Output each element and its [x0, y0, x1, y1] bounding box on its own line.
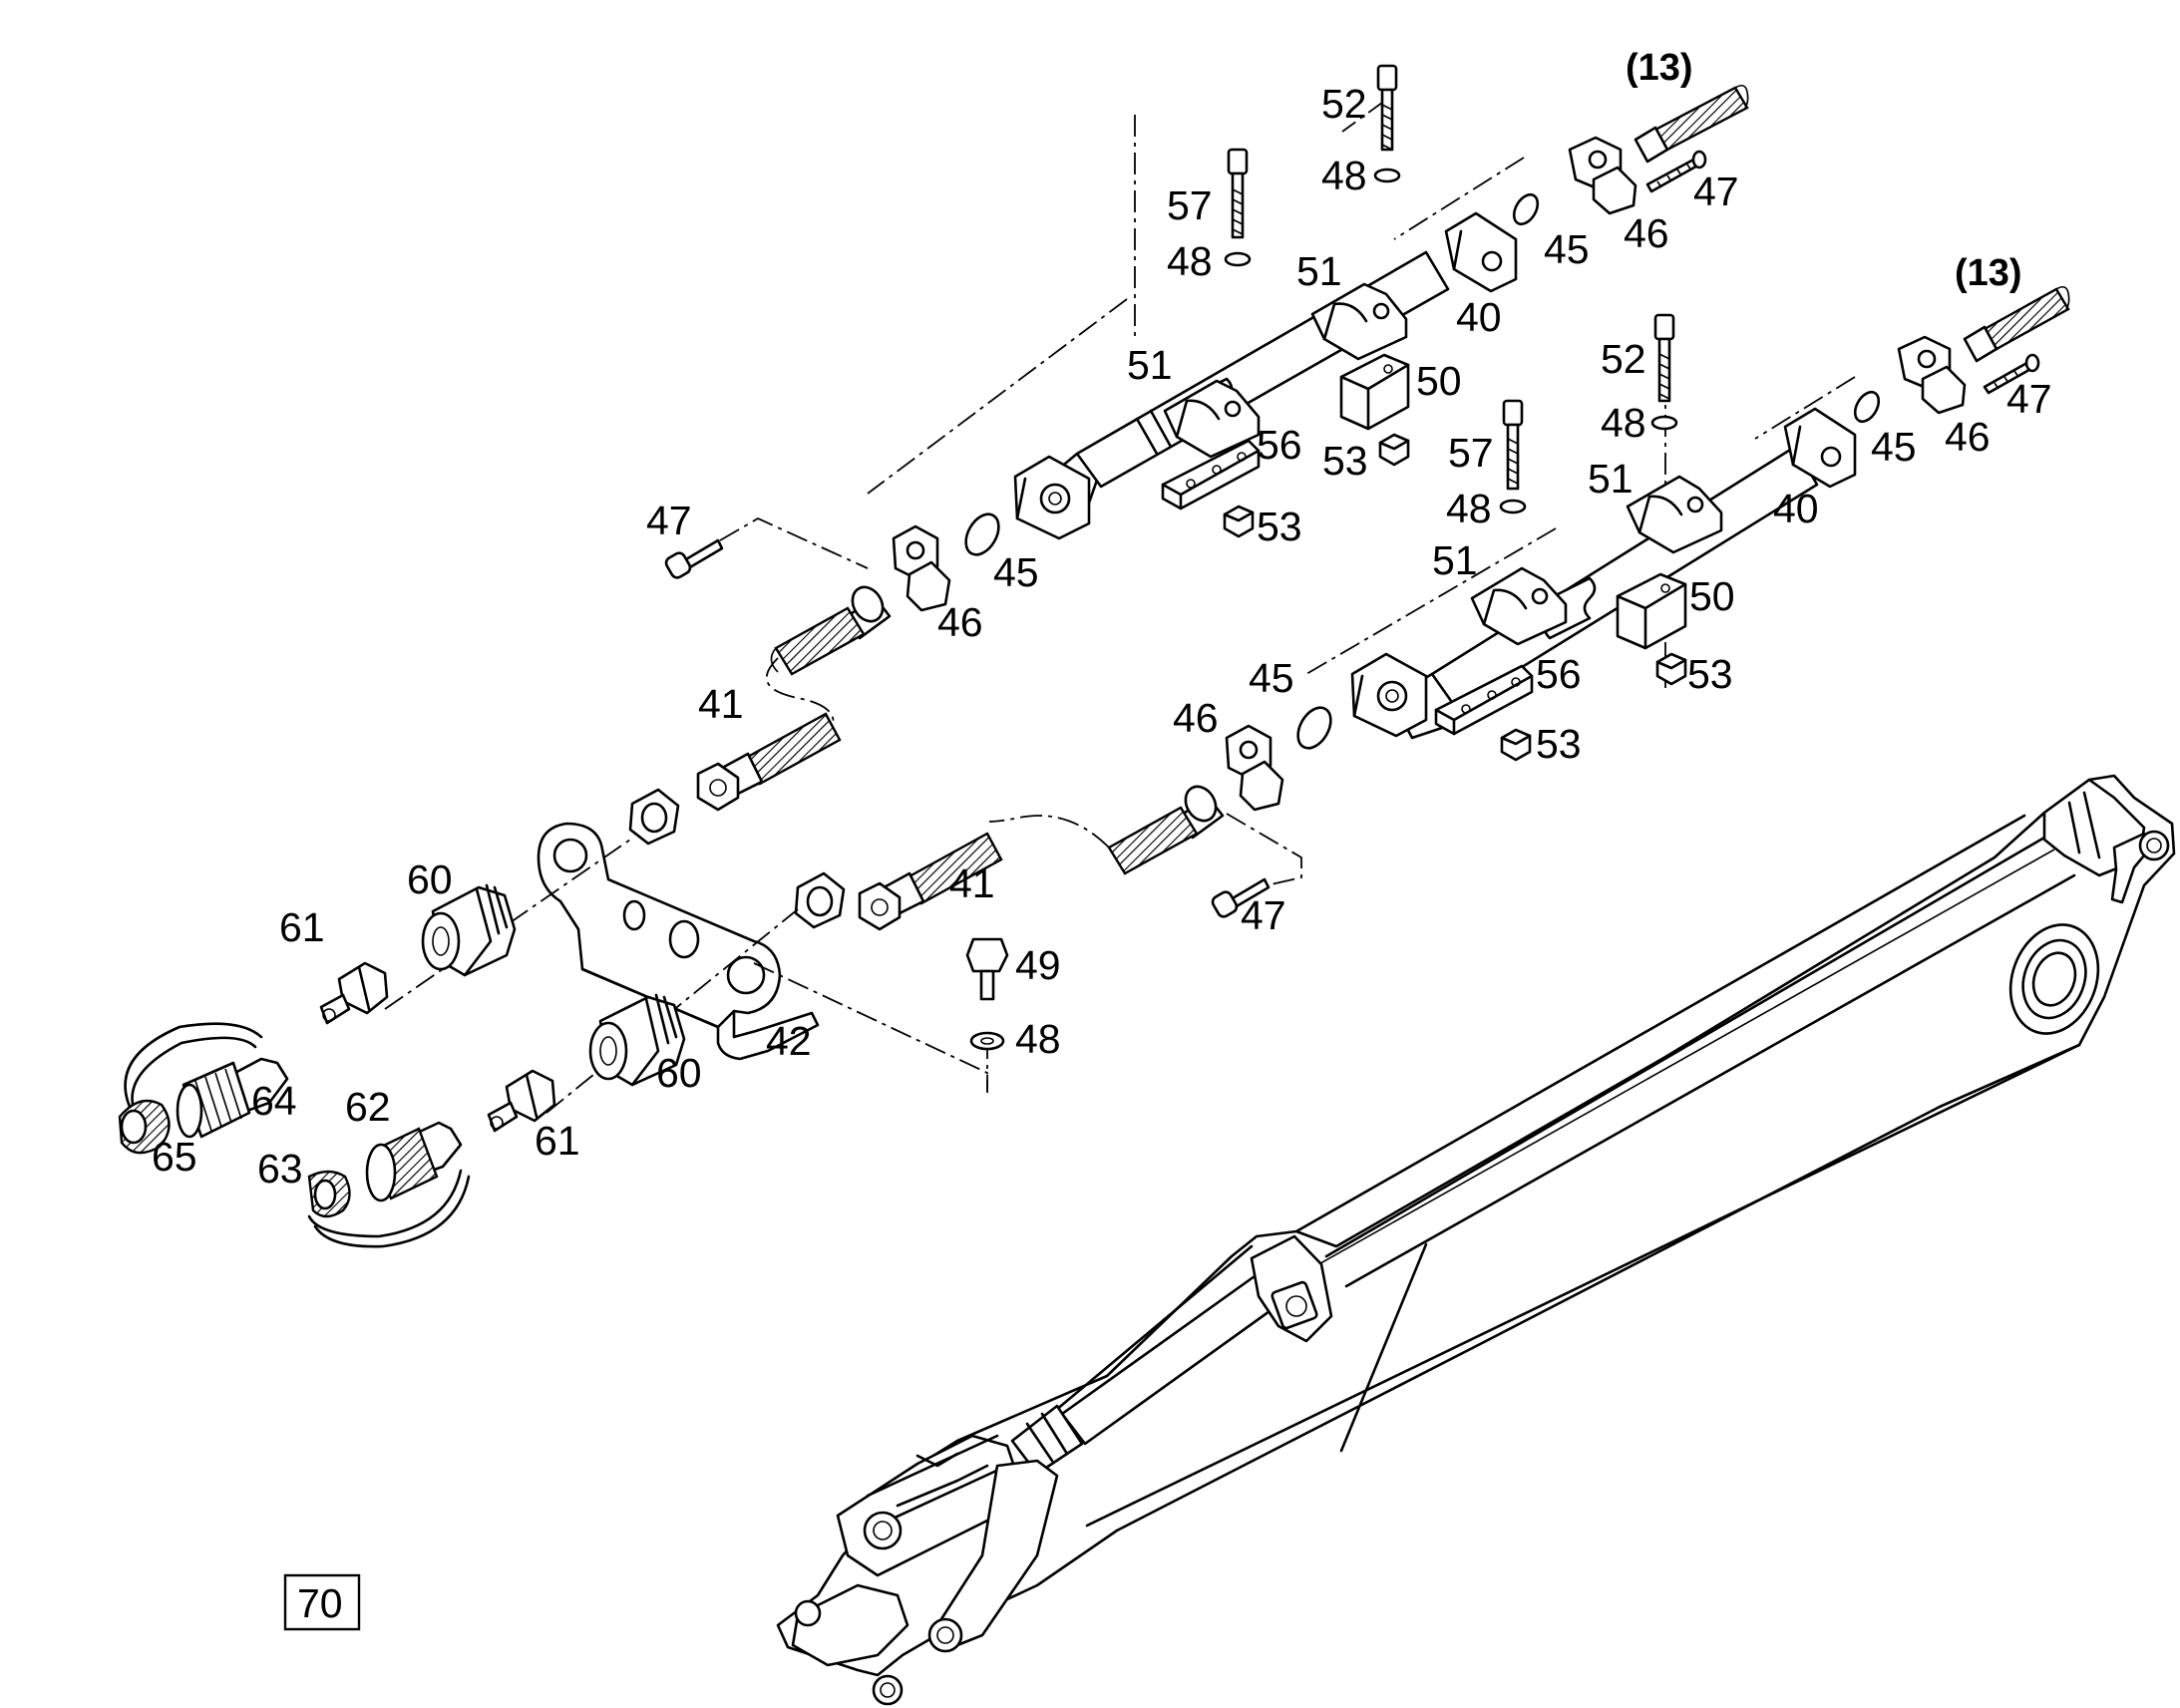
label-61-upper: 61	[279, 904, 325, 950]
label-51-upper-a: 51	[1127, 342, 1173, 388]
label-45-upper-right: 45	[1544, 226, 1590, 272]
label-52-lower: 52	[1601, 336, 1646, 382]
label-53-lower-b: 53	[1687, 651, 1733, 697]
label-41-lower: 41	[949, 860, 995, 906]
label-46-lower-left: 46	[1173, 695, 1219, 741]
label-63: 63	[257, 1146, 303, 1192]
label-50-upper: 50	[1416, 358, 1462, 404]
label-64: 64	[251, 1078, 297, 1124]
label-45-lower-right: 45	[1871, 424, 1917, 470]
label-45-lower-left: 45	[1249, 655, 1294, 701]
label-53-upper-a: 53	[1257, 504, 1302, 549]
label-56-lower: 56	[1536, 651, 1582, 697]
label-53-lower-a: 53	[1536, 721, 1582, 767]
label-51-lower-a: 51	[1432, 537, 1478, 583]
label-60-upper: 60	[407, 856, 453, 902]
label-50-lower: 50	[1689, 573, 1735, 619]
label-48-lower-b: 48	[1446, 486, 1492, 531]
label-60-lower: 60	[656, 1050, 702, 1096]
boom-arm	[776, 774, 2176, 1706]
label-61-lower: 61	[535, 1118, 580, 1164]
label-65: 65	[152, 1134, 197, 1180]
label-13-upper: (13)	[1626, 47, 1693, 89]
part-labels: (13) (13) 52 48 47 57 46 45 48 51 40 51 …	[152, 47, 2052, 1631]
label-48-lower-a: 48	[1601, 400, 1646, 446]
label-57-upper: 57	[1167, 182, 1213, 228]
label-40-upper: 40	[1456, 294, 1502, 340]
label-62: 62	[345, 1084, 391, 1130]
figure-number-box	[283, 1573, 361, 1631]
label-40-lower: 40	[1773, 486, 1819, 531]
label-51-lower-b: 51	[1588, 456, 1634, 502]
label-45-upper-left: 45	[993, 549, 1039, 595]
label-46-upper-right: 46	[1624, 210, 1669, 256]
label-51-upper-b: 51	[1296, 248, 1342, 294]
upper-pipe-assembly	[664, 64, 1749, 812]
label-47-lower-right: 47	[2006, 376, 2052, 422]
label-47-lower: 47	[1241, 892, 1286, 938]
label-47-left: 47	[646, 498, 692, 543]
label-48-upper-a: 48	[1321, 153, 1367, 198]
figure-number: 70	[297, 1580, 343, 1626]
label-46-lower-right: 46	[1945, 414, 1991, 460]
label-53-upper-b: 53	[1322, 438, 1368, 484]
label-57-lower: 57	[1448, 430, 1494, 476]
label-56-upper: 56	[1257, 422, 1302, 468]
label-46-upper-left: 46	[937, 599, 983, 645]
label-49: 49	[1015, 942, 1061, 988]
label-48-upper-b: 48	[1167, 238, 1213, 284]
lower-pipe-assembly	[858, 285, 2070, 931]
label-41-upper: 41	[698, 681, 744, 727]
label-42: 42	[766, 1018, 812, 1064]
label-47-upper-right: 47	[1693, 169, 1739, 214]
bracket-and-fittings	[118, 788, 1009, 1248]
label-52-upper: 52	[1321, 81, 1367, 127]
label-13-lower: (13)	[1955, 252, 2022, 294]
label-48-bottom: 48	[1015, 1016, 1061, 1062]
